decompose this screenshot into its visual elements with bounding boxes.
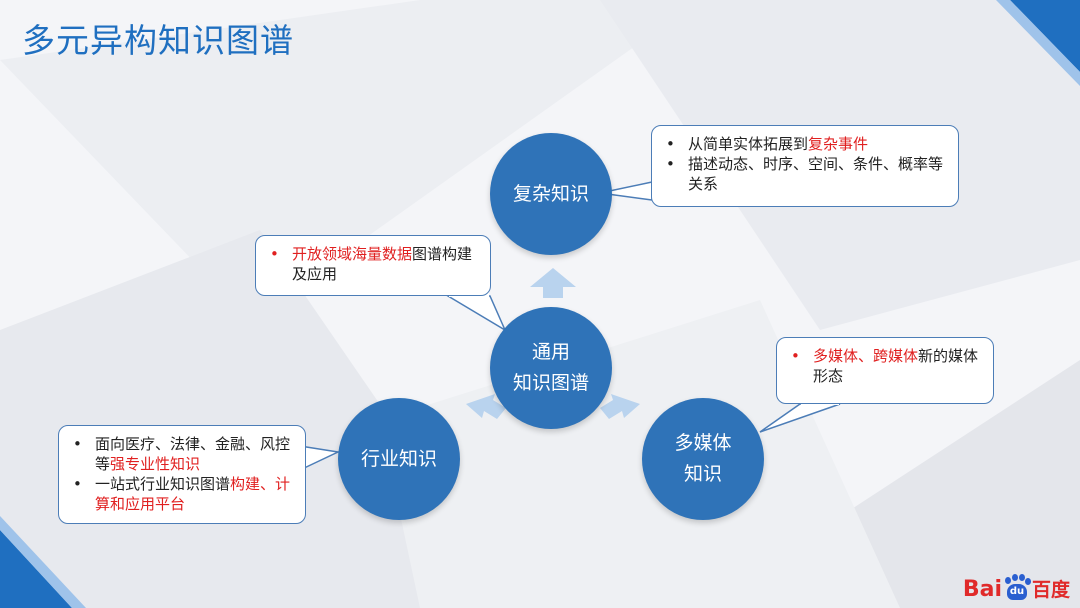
node-industry-knowledge: 行业知识 <box>338 398 460 520</box>
callout-general-kg: 开放领域海量数据图谱构建及应用 <box>255 235 491 296</box>
arrow-left <box>466 394 506 419</box>
node-multimedia-knowledge: 多媒体 知识 <box>642 398 764 520</box>
callout-multimedia: 多媒体、跨媒体新的媒体形态 <box>776 337 994 404</box>
callout-bullet: 多媒体、跨媒体新的媒体形态 <box>791 346 983 386</box>
page-title: 多元异构知识图谱 <box>22 21 294 60</box>
baidu-logo: Bai du 百度 <box>963 574 1070 602</box>
callout-bullet: 开放领域海量数据图谱构建及应用 <box>270 244 480 284</box>
callout-bullet: 从简单实体拓展到复杂事件 <box>666 134 948 154</box>
arrows <box>466 268 640 419</box>
callout-industry: 面向医疗、法律、金融、风控等强专业性知识 一站式行业知识图谱构建、计算和应用平台 <box>58 425 306 524</box>
callout-tails <box>299 181 841 472</box>
paw-icon: du <box>1003 574 1031 602</box>
callout-bullet: 面向医疗、法律、金融、风控等强专业性知识 <box>73 434 299 474</box>
callout-bullet: 描述动态、时序、空间、条件、概率等关系 <box>666 154 948 194</box>
callout-bullet: 一站式行业知识图谱构建、计算和应用平台 <box>73 474 299 514</box>
node-general-kg: 通用 知识图谱 <box>490 307 612 429</box>
arrow-right <box>600 394 640 419</box>
node-complex-knowledge: 复杂知识 <box>490 133 612 255</box>
callout-complex-knowledge: 从简单实体拓展到复杂事件 描述动态、时序、空间、条件、概率等关系 <box>651 125 959 207</box>
arrow-up <box>530 268 576 298</box>
